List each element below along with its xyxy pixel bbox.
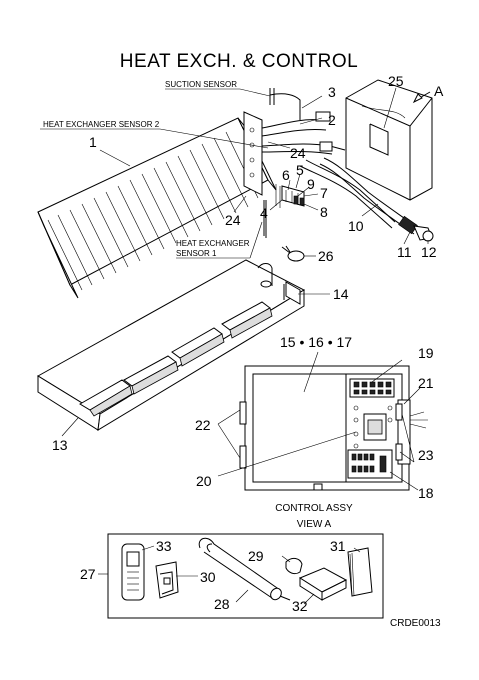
part-number-19: 19 <box>418 345 434 361</box>
part-number-9: 9 <box>307 176 315 192</box>
part-number-6: 6 <box>282 167 290 183</box>
thermistor <box>281 245 305 262</box>
part-number-22: 22 <box>195 417 211 433</box>
part-number-32: 32 <box>292 598 308 614</box>
part-number-15-16-17: 15 • 16 • 17 <box>280 334 352 350</box>
part-number-24-lower: 24 <box>225 212 241 228</box>
heat-exchanger-coil <box>37 111 277 299</box>
part-number-21: 21 <box>418 375 434 391</box>
hx-sensor-1-label-line1: HEAT EXCHANGER <box>176 239 250 248</box>
part-number-4: 4 <box>260 205 268 221</box>
piping-assembly <box>261 88 396 229</box>
drain-pan <box>37 259 306 431</box>
part-number-33: 33 <box>156 538 172 554</box>
drain-pipe <box>319 157 434 242</box>
part-number-31: 31 <box>330 538 346 554</box>
part-number-24-upper: 24 <box>290 145 306 161</box>
part-number-23: 23 <box>418 447 434 463</box>
part-number-14: 14 <box>333 286 349 302</box>
part-number-5: 5 <box>296 162 304 178</box>
part-number-7: 7 <box>320 185 328 201</box>
part-number-11: 11 <box>397 244 412 260</box>
drawing-code: CRDE0013 <box>390 618 441 629</box>
hx-sensor-2-label: HEAT EXCHANGER SENSOR 2 <box>43 120 160 129</box>
part-number-8: 8 <box>320 204 328 220</box>
part-number-27: 27 <box>80 566 96 582</box>
hx-sensor-1-label-line2: SENSOR 1 <box>176 249 217 258</box>
part-number-28: 28 <box>214 596 230 612</box>
part-number-3: 3 <box>328 84 336 100</box>
control-box-cover <box>345 79 433 201</box>
part-number-29: 29 <box>248 548 264 564</box>
accessory-box <box>107 533 384 619</box>
part-number-10: 10 <box>348 218 364 234</box>
part-number-1: 1 <box>89 134 97 150</box>
part-number-2: 2 <box>328 112 336 128</box>
control-assy-label: CONTROL ASSY <box>275 503 353 514</box>
sensor-clips <box>263 184 305 238</box>
leader-lines <box>40 87 429 605</box>
suction-sensor-label: SUCTION SENSOR <box>165 80 237 89</box>
part-number-18: 18 <box>418 485 434 501</box>
view-a-arrow-label: A <box>434 83 444 99</box>
part-number-25: 25 <box>388 73 404 89</box>
part-number-12: 12 <box>421 244 437 260</box>
view-a-label: VIEW A <box>297 519 332 530</box>
diagram-title: HEAT EXCH. & CONTROL <box>120 51 358 72</box>
part-number-26: 26 <box>318 248 334 264</box>
part-number-30: 30 <box>200 569 216 585</box>
part-number-13: 13 <box>52 437 68 453</box>
control-assembly <box>239 365 428 491</box>
part-number-20: 20 <box>196 473 212 489</box>
